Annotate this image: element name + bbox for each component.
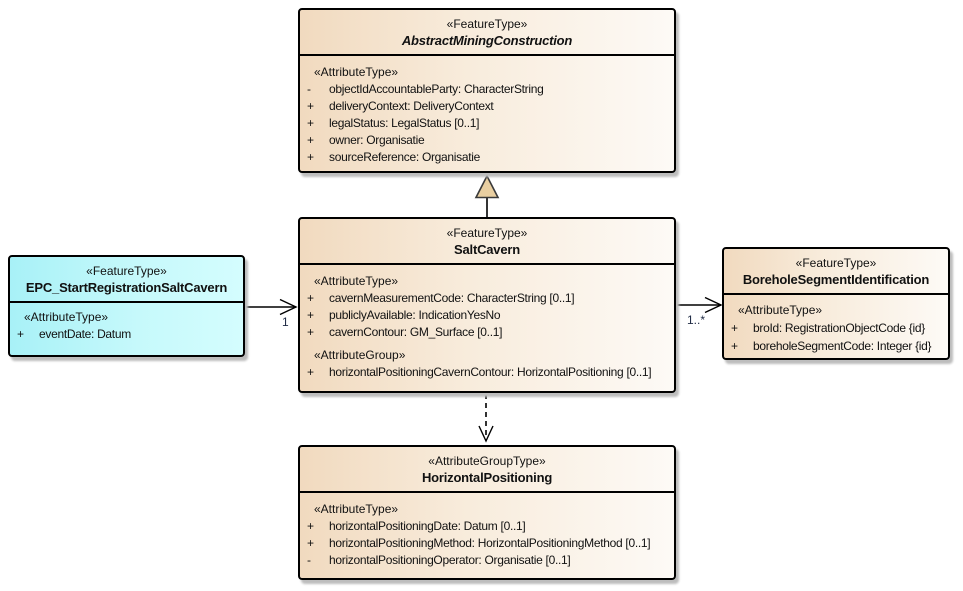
class-box-epc-startregistrationsaltcavern[interactable]: «FeatureType» EPC_StartRegistrationSaltC… bbox=[8, 255, 245, 357]
dependency-arrowhead-icon[interactable] bbox=[478, 425, 494, 443]
attribute-row: + boreholeSegmentCode: Integer {id} bbox=[724, 337, 946, 355]
attribute-text: broId: RegistrationObjectCode {id} bbox=[753, 321, 925, 335]
visibility-marker: + bbox=[307, 99, 314, 113]
class-box-saltcavern[interactable]: «FeatureType» SaltCavern «AttributeType»… bbox=[298, 217, 676, 393]
association-salt-bore-arrowhead-icon[interactable] bbox=[704, 296, 723, 314]
class-name: HorizontalPositioning bbox=[421, 470, 553, 485]
attribute-compartment: «AttributeType» + horizontalPositioningDa… bbox=[300, 493, 674, 571]
visibility-marker: - bbox=[307, 553, 311, 567]
visibility-marker: + bbox=[307, 325, 314, 339]
attribute-row: + cavernContour: GM_Surface [0..1] bbox=[300, 324, 672, 341]
visibility-marker: - bbox=[307, 82, 311, 96]
generalization-arrowhead-icon[interactable] bbox=[474, 174, 500, 199]
visibility-marker: + bbox=[307, 308, 314, 322]
attribute-section-stereotype: «AttributeType» bbox=[314, 65, 399, 79]
attribute-row: + cavernMeasurementCode: CharacterString … bbox=[300, 290, 672, 307]
visibility-marker: + bbox=[307, 291, 314, 305]
attribute-text: horizontalPositioningOperator: Organisat… bbox=[329, 553, 571, 567]
class-stereotype: «FeatureType» bbox=[86, 264, 167, 278]
attribute-row: + legalStatus: LegalStatus [0..1] bbox=[300, 115, 672, 132]
class-header: «FeatureType» AbstractMiningConstruction bbox=[300, 10, 674, 56]
attribute-text: horizontalPositioningMethod: HorizontalP… bbox=[329, 536, 651, 550]
attribute-section-stereotype: «AttributeType» bbox=[314, 274, 399, 288]
class-stereotype: «FeatureType» bbox=[795, 256, 877, 270]
visibility-marker: + bbox=[307, 150, 314, 164]
multiplicity-label: 1..* bbox=[687, 313, 706, 327]
attribute-text: objectIdAccountableParty: CharacterStrin… bbox=[329, 82, 544, 96]
attribute-text: horizontalPositioningDate: Datum [0..1] bbox=[329, 519, 526, 533]
attribute-compartment: «AttributeType» + broId: RegistrationObje… bbox=[724, 295, 948, 357]
class-name: AbstractMiningConstruction bbox=[401, 33, 573, 48]
attribute-row: - objectIdAccountableParty: CharacterStri… bbox=[300, 81, 672, 98]
attribute-text: eventDate: Datum bbox=[39, 327, 131, 341]
class-stereotype: «FeatureType» bbox=[446, 17, 528, 31]
attribute-compartment: «AttributeType» - objectIdAccountablePart… bbox=[300, 56, 674, 168]
class-stereotype: «AttributeGroupType» bbox=[428, 454, 546, 468]
attribute-section-stereotype: «AttributeType» bbox=[314, 502, 399, 516]
attribute-row: + horizontalPositioningMethod: Horizontal… bbox=[300, 535, 672, 552]
attribute-text: horizontalPositioningCavernContour: Hori… bbox=[329, 365, 652, 379]
attribute-row: + publiclyAvailable: IndicationYesNo bbox=[300, 307, 672, 324]
visibility-marker: + bbox=[17, 327, 24, 341]
attribute-text: publiclyAvailable: IndicationYesNo bbox=[329, 308, 501, 322]
visibility-marker: + bbox=[307, 519, 314, 533]
class-header: «FeatureType» BoreholeSegmentIdentificat… bbox=[724, 249, 948, 295]
visibility-marker: + bbox=[307, 133, 314, 147]
attribute-text: sourceReference: Organisatie bbox=[329, 150, 481, 164]
attribute-text: boreholeSegmentCode: Integer {id} bbox=[753, 339, 932, 353]
attribute-text: cavernMeasurementCode: CharacterString [… bbox=[329, 291, 575, 305]
attribute-row: + horizontalPositioningDate: Datum [0..1] bbox=[300, 518, 672, 535]
attribute-text: cavernContour: GM_Surface [0..1] bbox=[329, 325, 503, 339]
attribute-row: + sourceReference: Organisatie bbox=[300, 149, 672, 166]
attribute-row: + deliveryContext: DeliveryContext bbox=[300, 98, 672, 115]
visibility-marker: + bbox=[731, 339, 738, 353]
visibility-marker: + bbox=[731, 321, 738, 335]
attribute-row: + owner: Organisatie bbox=[300, 132, 672, 149]
attribute-text: owner: Organisatie bbox=[329, 133, 425, 147]
class-header: «FeatureType» EPC_StartRegistrationSaltC… bbox=[10, 257, 243, 303]
attribute-row: + horizontalPositioningCavernContour: Hor… bbox=[300, 364, 672, 381]
class-box-horizontalpositioning[interactable]: «AttributeGroupType» HorizontalPositioni… bbox=[298, 445, 676, 580]
class-box-abstractminingconstruction[interactable]: «FeatureType» AbstractMiningConstruction… bbox=[298, 8, 676, 173]
visibility-marker: + bbox=[307, 536, 314, 550]
class-header: «FeatureType» SaltCavern bbox=[300, 219, 674, 265]
attribute-section-stereotype: «AttributeType» bbox=[738, 303, 823, 317]
visibility-marker: + bbox=[307, 365, 314, 379]
attribute-text: deliveryContext: DeliveryContext bbox=[329, 99, 494, 113]
visibility-marker: + bbox=[307, 116, 314, 130]
class-name: EPC_StartRegistrationSaltCavern bbox=[25, 280, 228, 295]
class-header: «AttributeGroupType» HorizontalPositioni… bbox=[300, 447, 674, 493]
association-epc-salt-arrowhead-icon[interactable] bbox=[279, 298, 298, 316]
attribute-group-stereotype: «AttributeGroup» bbox=[314, 348, 406, 362]
attribute-section-stereotype: «AttributeType» bbox=[24, 310, 109, 324]
class-box-boreholesegmentidentification[interactable]: «FeatureType» BoreholeSegmentIdentificat… bbox=[722, 247, 950, 360]
class-name: BoreholeSegmentIdentification bbox=[742, 272, 930, 287]
attribute-row: - horizontalPositioningOperator: Organisa… bbox=[300, 552, 672, 569]
attribute-text: legalStatus: LegalStatus [0..1] bbox=[329, 116, 480, 130]
attribute-compartment: «AttributeType» + cavernMeasurementCode: … bbox=[300, 265, 674, 383]
class-name: SaltCavern bbox=[454, 242, 520, 257]
attribute-row: + broId: RegistrationObjectCode {id} bbox=[724, 319, 946, 337]
class-stereotype: «FeatureType» bbox=[446, 226, 528, 240]
attribute-row: + eventDate: Datum bbox=[10, 326, 241, 343]
attribute-compartment: «AttributeType» + eventDate: Datum bbox=[10, 303, 243, 345]
multiplicity-label: 1 bbox=[282, 315, 289, 329]
